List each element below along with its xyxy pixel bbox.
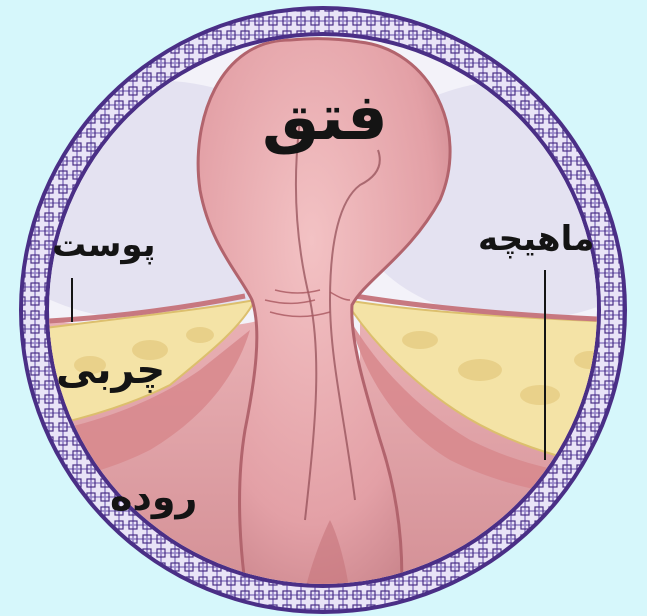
label-fat: چربی bbox=[56, 350, 165, 390]
label-skin: پوست bbox=[52, 228, 156, 262]
label-intestine: روده bbox=[110, 478, 197, 516]
label-muscle: ماهیچه bbox=[478, 222, 594, 256]
label-hernia: فتق bbox=[262, 86, 388, 150]
